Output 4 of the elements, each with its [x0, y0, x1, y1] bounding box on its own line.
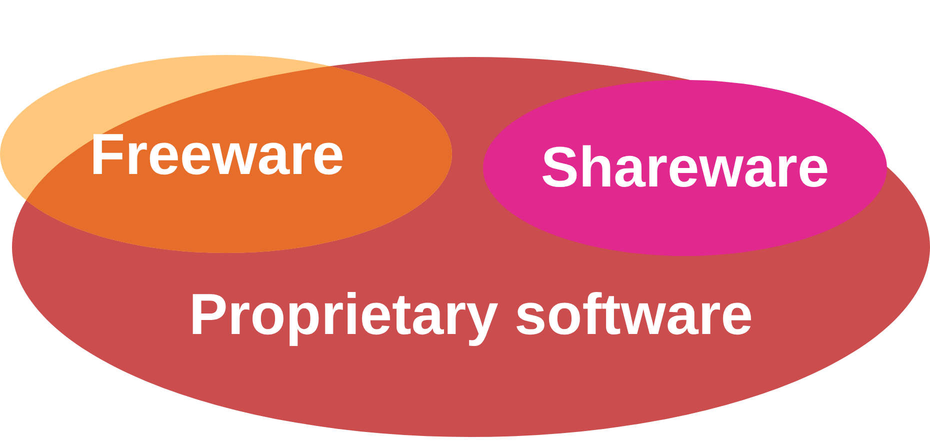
- inner-ellipse: [483, 80, 887, 256]
- region-label: Freeware: [90, 123, 344, 187]
- region-label: Proprietary software: [188, 283, 754, 347]
- region-label: Shareware: [540, 136, 830, 200]
